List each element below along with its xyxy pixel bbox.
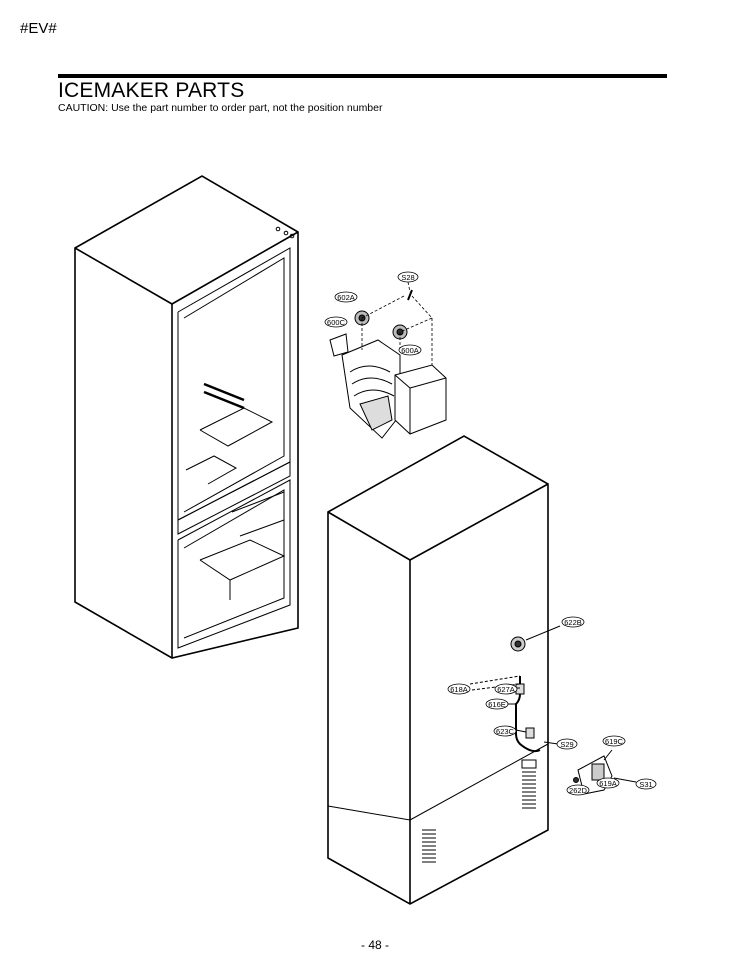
svg-text:S28: S28 bbox=[401, 273, 414, 282]
cabinet-rear-view bbox=[327, 435, 549, 905]
callout-600C: 600C bbox=[324, 316, 348, 328]
page-number: - 48 - bbox=[360, 938, 389, 952]
title-rule bbox=[58, 74, 667, 78]
callout-S28: S28 bbox=[397, 271, 419, 283]
cabinet-front-view bbox=[74, 175, 299, 659]
callout-S31: S31 bbox=[635, 778, 657, 790]
svg-text:619A: 619A bbox=[599, 779, 617, 788]
svg-text:S29: S29 bbox=[560, 740, 573, 749]
position-callouts: S28 602A 600C 600A 622B 618A 627A 616E bbox=[324, 271, 657, 796]
callout-619C: 619C bbox=[602, 735, 626, 747]
svg-text:600A: 600A bbox=[401, 346, 419, 355]
rear-vents bbox=[422, 759, 537, 863]
svg-text:616E: 616E bbox=[488, 700, 506, 709]
svg-text:602A: 602A bbox=[337, 293, 355, 302]
svg-text:S31: S31 bbox=[639, 780, 652, 789]
svg-text:623C: 623C bbox=[496, 727, 515, 736]
callout-S29: S29 bbox=[556, 738, 578, 750]
callout-600A: 600A bbox=[398, 344, 422, 356]
callout-616E: 616E bbox=[485, 698, 509, 710]
callout-623C: 623C bbox=[493, 725, 517, 737]
svg-text:622B: 622B bbox=[564, 618, 582, 627]
svg-text:619C: 619C bbox=[605, 737, 624, 746]
section-title: ICEMAKER PARTS bbox=[58, 79, 245, 102]
svg-text:618A: 618A bbox=[450, 685, 468, 694]
callout-618A: 618A bbox=[447, 683, 471, 695]
svg-text:262D: 262D bbox=[569, 786, 588, 795]
callout-262D: 262D bbox=[566, 784, 590, 796]
icemaker-assembly bbox=[329, 289, 447, 439]
model-tag: #EV# bbox=[20, 20, 57, 37]
svg-text:627A: 627A bbox=[497, 685, 515, 694]
callout-619A: 619A bbox=[596, 777, 620, 789]
callout-627A: 627A bbox=[494, 683, 518, 695]
callout-602A: 602A bbox=[334, 291, 358, 303]
svg-text:600C: 600C bbox=[327, 318, 346, 327]
callout-622B: 622B bbox=[561, 616, 585, 628]
caution-note: CAUTION: Use the part number to order pa… bbox=[58, 102, 383, 114]
